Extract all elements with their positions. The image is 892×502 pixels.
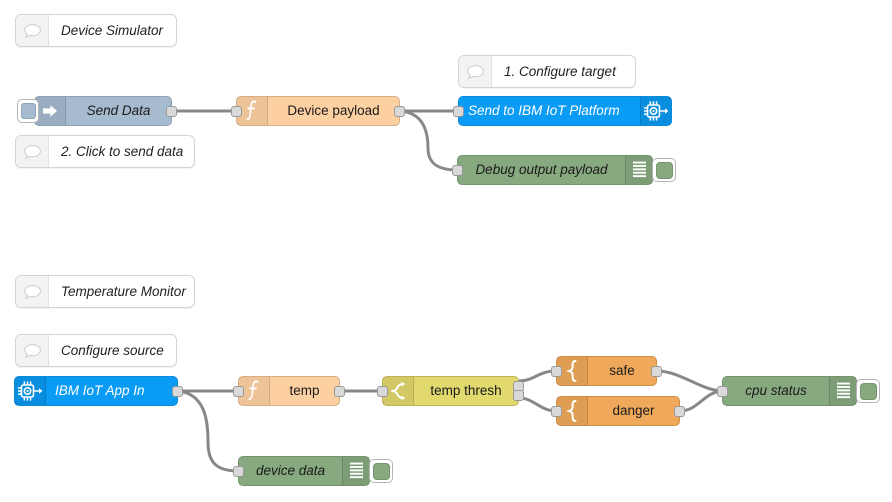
comment-icon xyxy=(459,56,492,87)
input-port[interactable] xyxy=(231,105,242,117)
comment-icon xyxy=(16,15,49,46)
output-port[interactable] xyxy=(674,405,685,417)
comment-label: Configure source xyxy=(61,342,164,358)
node-function-temp[interactable]: temp xyxy=(233,376,345,406)
output-port-2[interactable] xyxy=(513,390,524,402)
output-port[interactable] xyxy=(172,385,183,397)
input-port[interactable] xyxy=(717,385,728,397)
brace-icon xyxy=(557,397,588,425)
node-label: danger xyxy=(612,403,655,419)
node-function-device-payload[interactable]: Device payload xyxy=(231,96,405,126)
comment-node-device-simulator[interactable]: Device Simulator xyxy=(15,14,177,47)
wire-app-in-to-device-data xyxy=(176,389,240,473)
input-port[interactable] xyxy=(233,465,244,477)
input-port[interactable] xyxy=(233,385,244,397)
inject-trigger-button[interactable] xyxy=(17,99,39,123)
input-port[interactable] xyxy=(551,405,562,417)
wire-device-payload-to-debug xyxy=(398,109,459,172)
node-label: device data xyxy=(255,463,326,479)
node-label: safe xyxy=(609,363,635,379)
node-label: Device payload xyxy=(287,103,380,119)
node-debug-device-data[interactable]: device data xyxy=(233,456,393,486)
debug-lines-icon xyxy=(625,156,652,184)
debug-toggle-button[interactable] xyxy=(856,379,880,403)
input-port[interactable] xyxy=(452,164,463,176)
output-port[interactable] xyxy=(651,365,662,377)
node-label: temp thresh xyxy=(430,383,502,399)
wire-safe-to-cpu-status xyxy=(655,369,724,393)
function-f-icon xyxy=(239,377,270,405)
comment-label: 2. Click to send data xyxy=(61,143,184,159)
node-ibmiot-app-in[interactable]: IBM IoT App In xyxy=(14,376,183,406)
node-label: temp xyxy=(289,383,320,399)
comment-label: Temperature Monitor xyxy=(61,283,186,299)
comment-label: Device Simulator xyxy=(61,22,164,38)
node-debug-cpu-status[interactable]: cpu status xyxy=(717,376,880,406)
ibm-iot-chip-icon xyxy=(640,97,671,125)
comment-node-configure-target[interactable]: 1. Configure target xyxy=(458,55,636,88)
switch-branch-icon xyxy=(383,377,414,405)
comment-icon xyxy=(16,136,49,167)
node-label: Send to IBM IoT Platform xyxy=(468,103,620,119)
ibm-iot-chip-icon xyxy=(15,377,46,405)
output-port[interactable] xyxy=(394,105,405,117)
node-change-danger[interactable]: danger xyxy=(551,396,685,426)
comment-node-configure-source[interactable]: Configure source xyxy=(15,334,177,367)
input-port[interactable] xyxy=(377,385,388,397)
debug-lines-icon xyxy=(342,457,369,485)
node-label: Send Data xyxy=(86,103,151,119)
output-port[interactable] xyxy=(166,105,177,117)
function-f-icon xyxy=(237,97,268,125)
debug-lines-icon xyxy=(829,377,856,405)
input-port[interactable] xyxy=(453,105,464,117)
node-switch-temp-thresh[interactable]: temp thresh xyxy=(377,376,524,406)
comment-node-click-to-send-data[interactable]: 2. Click to send data xyxy=(15,135,195,168)
comment-icon xyxy=(16,335,49,366)
comment-label: 1. Configure target xyxy=(504,63,616,79)
node-label: Debug output payload xyxy=(475,162,608,178)
node-inject-send-data[interactable]: Send Data xyxy=(17,96,177,126)
debug-toggle-button[interactable] xyxy=(369,459,393,483)
wire-danger-to-cpu-status xyxy=(678,389,724,413)
debug-toggle-button[interactable] xyxy=(652,158,676,182)
input-port[interactable] xyxy=(551,365,562,377)
output-port[interactable] xyxy=(334,385,345,397)
comment-node-temperature-monitor[interactable]: Temperature Monitor xyxy=(15,275,195,308)
node-change-safe[interactable]: safe xyxy=(551,356,662,386)
node-label: IBM IoT App In xyxy=(55,383,145,399)
node-label: cpu status xyxy=(745,383,807,399)
inject-arrow-icon xyxy=(35,97,66,125)
comment-icon xyxy=(16,276,49,307)
node-ibmiot-send-to-platform[interactable]: Send to IBM IoT Platform xyxy=(453,96,672,126)
node-debug-output-payload[interactable]: Debug output payload xyxy=(452,155,676,185)
brace-icon xyxy=(557,357,588,385)
